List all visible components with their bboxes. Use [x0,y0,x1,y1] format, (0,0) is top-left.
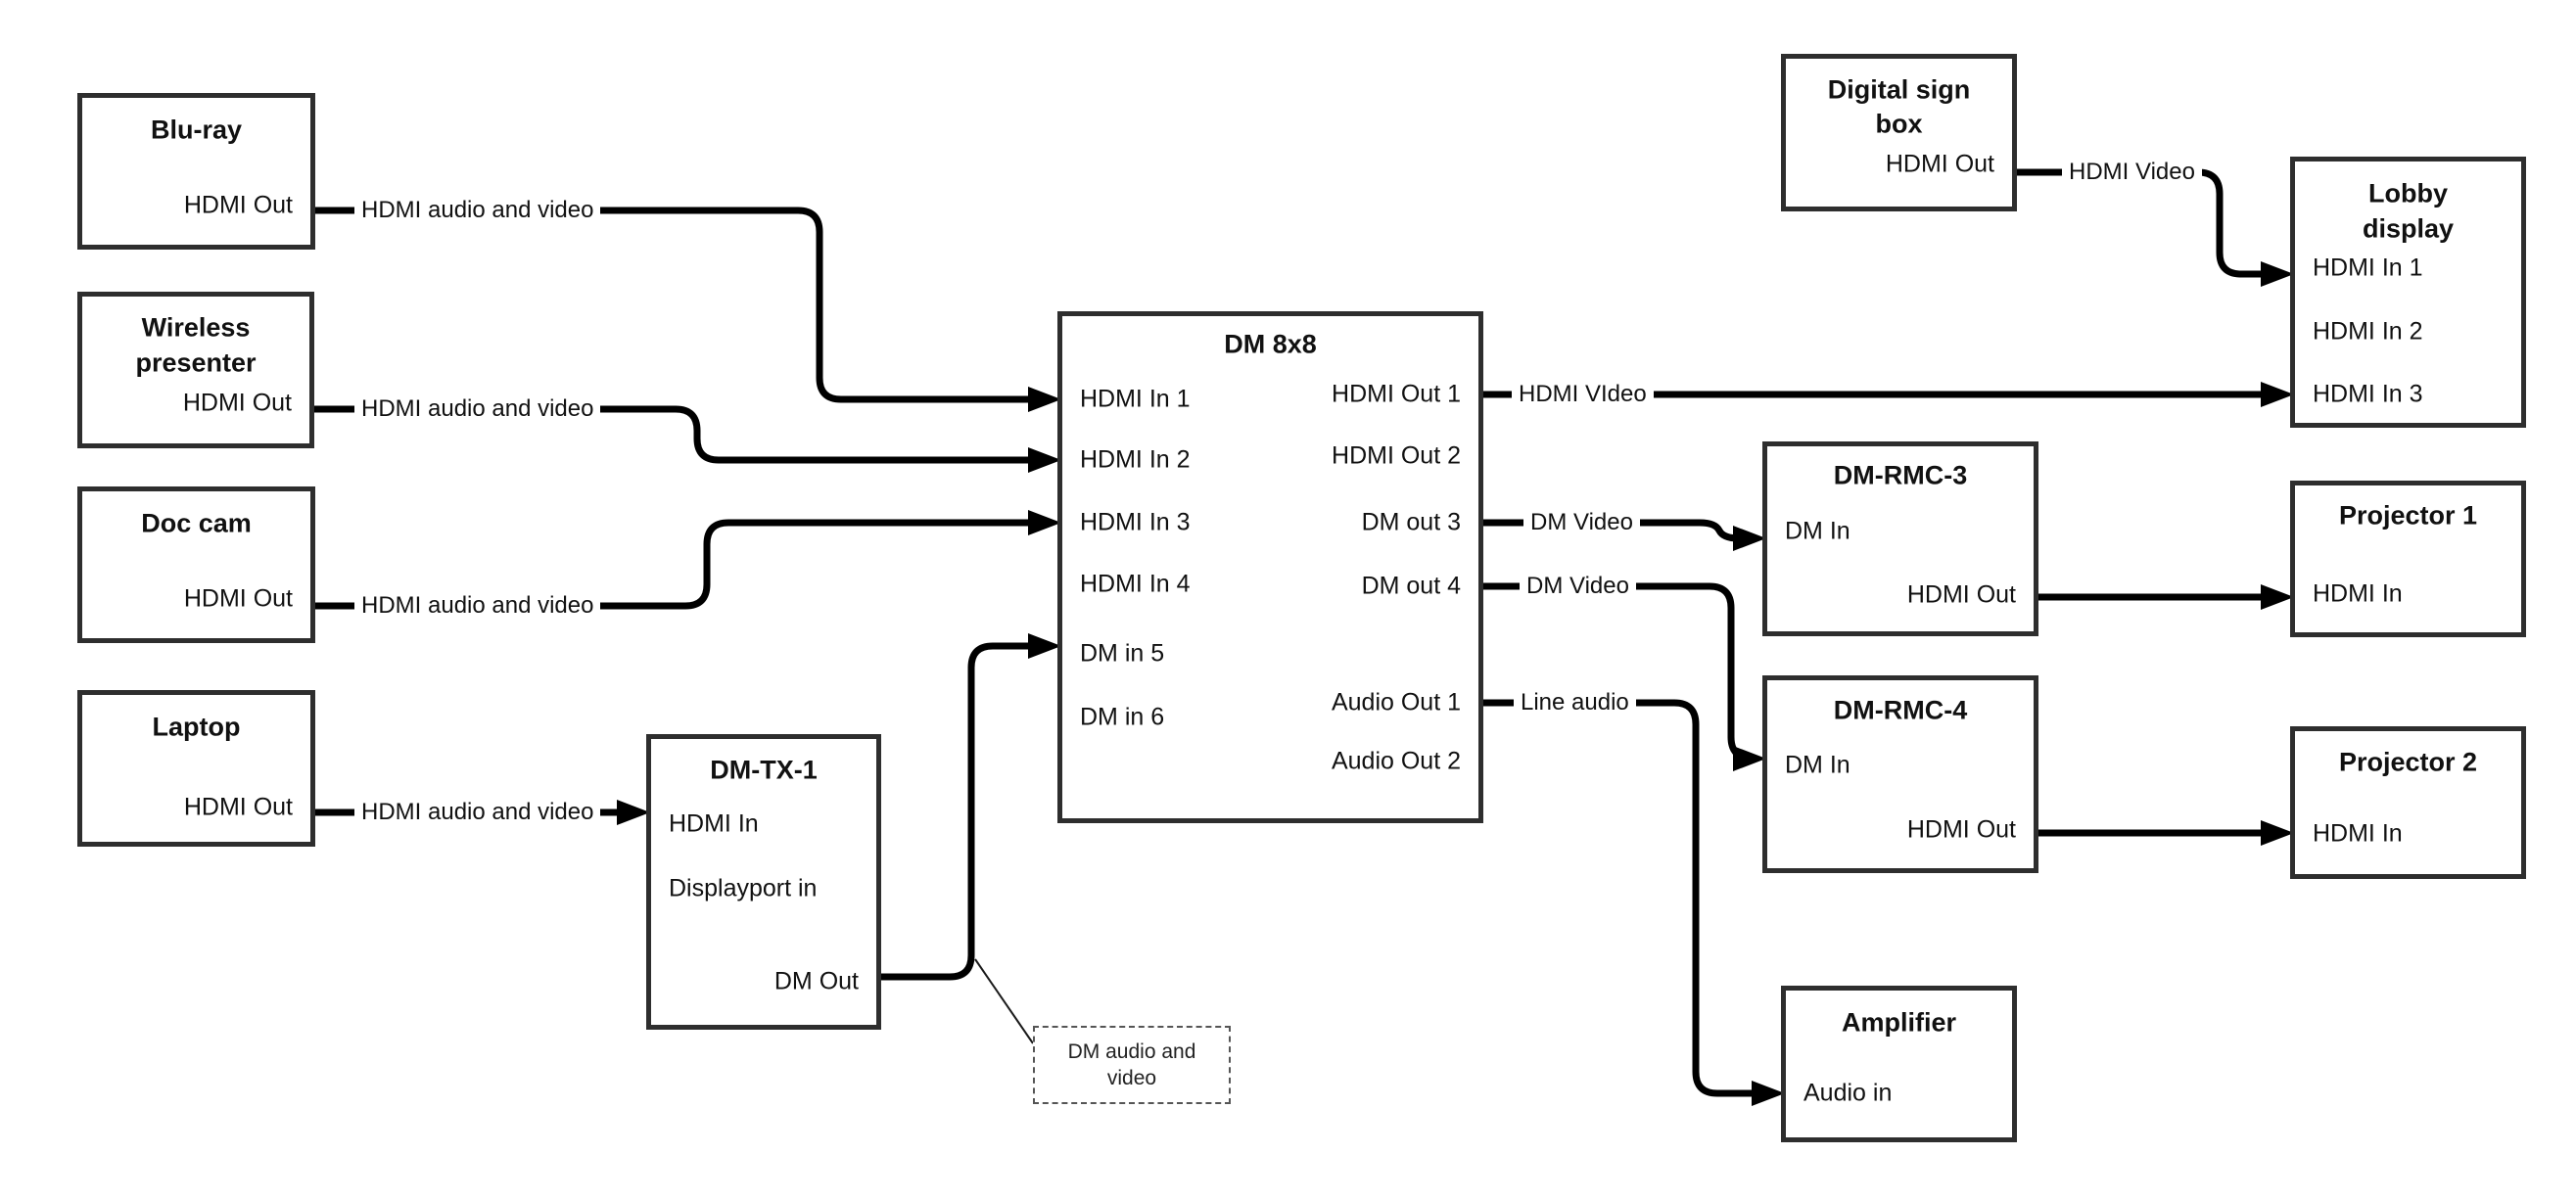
port-displayport-in: Displayport in [669,874,818,902]
device-title: Doc cam [141,508,252,538]
port-hdmi-out: HDMI Out [1885,150,1994,178]
port-hdmi-out: HDMI Out [183,584,293,613]
cable-label-hdmi-av-bluray: HDMI audio and video [354,197,601,224]
wire-doccam-to-dm8x8-in3 [315,519,1032,610]
device-doc-cam: Doc cam HDMI Out [77,486,315,643]
port-hdmi-out-1: HDMI Out 1 [1332,380,1461,408]
device-title: DM-RMC-3 [1833,460,1968,490]
port-hdmi-in-2: HDMI In 2 [2313,317,2423,346]
port-hdmi-out: HDMI Out [183,191,293,219]
device-title: Blu-ray [150,115,243,145]
port-audio-in: Audio in [1803,1079,1893,1107]
port-dm-in: DM In [1785,751,1850,779]
wire-dm8x8-out4-to-dmrmc4 [1483,582,1754,762]
arrowhead-dm8x8-in3 [1028,510,1061,535]
device-digital-sign-box: Digital sign box HDMI Out [1781,54,2017,211]
port-dm-out: DM Out [773,967,859,995]
device-dm-8x8-matrix: DM 8x8 HDMI In 1 HDMI In 2 HDMI In 3 HDM… [1057,311,1483,823]
device-title-line2: presenter [135,347,257,378]
port-hdmi-in: HDMI In [2313,579,2403,608]
port-hdmi-in-3: HDMI In 3 [2313,380,2423,408]
arrowhead-proj2-hdmi-in [2261,820,2294,846]
port-hdmi-in-4: HDMI In 4 [1080,570,1191,598]
cable-label-hdmi-video-sign: HDMI Video [2062,159,2202,186]
wire-dm8x8-audio1-to-amplifier [1483,699,1756,1097]
device-lobby-display: Lobby display HDMI In 1 HDMI In 2 HDMI I… [2290,157,2526,428]
device-title-line2: display [2362,213,2455,244]
port-hdmi-out: HDMI Out [1906,580,2016,609]
arrowhead-proj1-hdmi-in [2261,584,2294,610]
device-amplifier: Amplifier Audio in [1781,986,2017,1142]
device-title-line2: box [1875,109,1923,139]
note-callout-line [974,958,1034,1044]
arrowhead-lobby-in1 [2261,261,2294,287]
annotation-dm-audio-video: DM audio and video [1033,1026,1231,1104]
arrowhead-dmrmc3-dm-in [1733,526,1766,551]
arrowhead-lobby-in3 [2261,382,2294,407]
device-dm-tx-1: DM-TX-1 HDMI In Displayport in DM Out [646,734,881,1030]
wire-digitalsign-to-lobby-in1 [2017,168,2265,278]
arrowhead-dm8x8-in5 [1028,633,1061,659]
cable-label-hdmi-av-laptop: HDMI audio and video [354,799,601,826]
port-hdmi-in: HDMI In [2313,819,2403,848]
port-hdmi-out-2: HDMI Out 2 [1332,441,1461,470]
cable-label-dm-video-out4: DM Video [1520,573,1636,600]
cable-label-dm-video-out3: DM Video [1523,509,1640,536]
arrowhead-dm8x8-in2 [1028,447,1061,473]
port-hdmi-in-1: HDMI In 1 [1080,385,1191,413]
port-hdmi-out: HDMI Out [183,793,293,821]
wire-dmtx1-to-dm8x8-in5 [881,642,1032,981]
annotation-line1: DM audio and [1067,1040,1196,1063]
cable-label-line-audio: Line audio [1514,689,1636,716]
port-hdmi-out: HDMI Out [1906,815,2016,844]
port-hdmi-in-1: HDMI In 1 [2313,254,2423,282]
device-title: Projector 2 [2338,747,2478,777]
device-wireless-presenter: Wireless presenter HDMI Out [77,292,314,448]
port-hdmi-in: HDMI In [669,809,759,838]
device-title: Projector 1 [2338,500,2478,531]
wire-bluray-to-dm8x8-in1 [315,207,1032,403]
device-title-line1: Wireless [141,312,251,343]
port-audio-out-1: Audio Out 1 [1331,688,1461,716]
device-dm-rmc-3: DM-RMC-3 DM In HDMI Out [1762,441,2038,636]
arrowhead-dm8x8-in1 [1028,387,1061,412]
cable-label-hdmi-video-out1: HDMI VIdeo [1512,381,1654,408]
device-title: Amplifier [1841,1007,1957,1038]
port-dm-out-3: DM out 3 [1361,508,1461,536]
device-title: DM-TX-1 [710,755,818,785]
cable-label-hdmi-av-doccam: HDMI audio and video [354,592,601,620]
port-hdmi-out: HDMI Out [182,389,292,417]
device-blu-ray: Blu-ray HDMI Out [77,93,315,250]
annotation-line2: video [1106,1067,1157,1089]
device-laptop: Laptop HDMI Out [77,690,315,847]
port-dm-in-5: DM in 5 [1080,639,1165,668]
arrowhead-amplifier-audio-in [1752,1081,1785,1106]
device-title-line1: Digital sign [1827,74,1971,105]
arrowhead-dmrmc4-dm-in [1733,746,1766,771]
device-projector-1: Projector 1 HDMI In [2290,481,2526,637]
port-hdmi-in-2: HDMI In 2 [1080,445,1191,474]
device-title: DM-RMC-4 [1833,695,1968,725]
port-dm-in-6: DM in 6 [1080,703,1165,731]
wire-dm8x8-out3-to-dmrmc3 [1483,519,1740,542]
port-dm-in: DM In [1785,517,1850,545]
device-title-line1: Lobby [2368,178,2448,208]
cable-label-hdmi-av-wireless: HDMI audio and video [354,395,601,423]
wire-wireless-to-dm8x8-in2 [314,405,1032,464]
device-projector-2: Projector 2 HDMI In [2290,726,2526,879]
device-title: DM 8x8 [1224,329,1317,359]
port-audio-out-2: Audio Out 2 [1331,747,1461,775]
port-dm-out-4: DM out 4 [1361,572,1461,600]
device-title: Laptop [152,712,241,742]
arrowhead-dmtx1-hdmi-in [617,800,650,825]
device-dm-rmc-4: DM-RMC-4 DM In HDMI Out [1762,675,2038,873]
port-hdmi-in-3: HDMI In 3 [1080,508,1191,536]
